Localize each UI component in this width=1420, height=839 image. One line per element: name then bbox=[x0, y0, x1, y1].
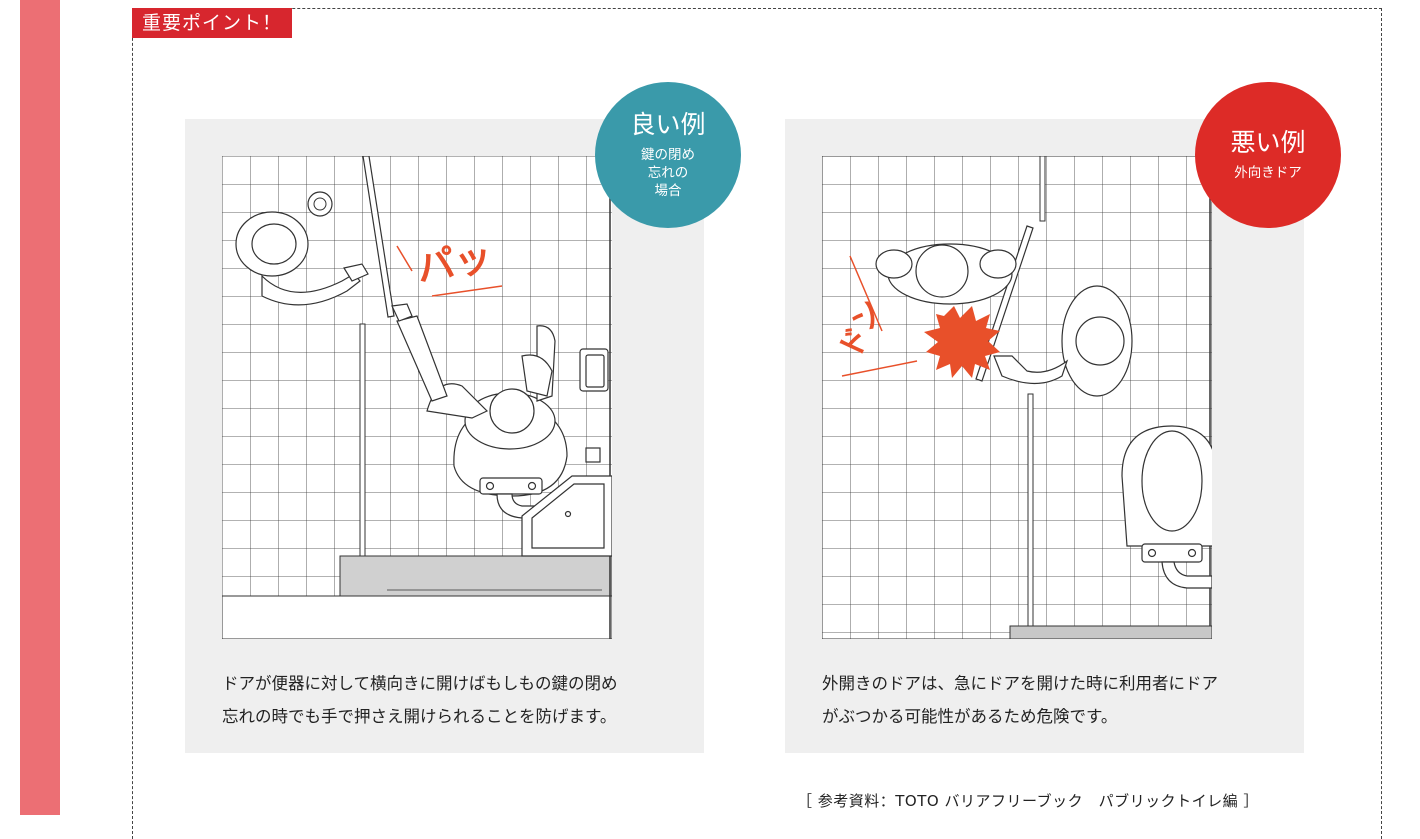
bad-example-illustration: ドン bbox=[822, 156, 1212, 639]
important-point-label: 重要ポイント！ bbox=[132, 8, 293, 38]
dashed-frame bbox=[132, 8, 1382, 839]
bad-example-panel: ドン 外開 bbox=[785, 119, 1304, 753]
side-accent-bar bbox=[20, 0, 60, 815]
bad-example-caption: 外開きのドアは、急にドアを開けた時に利用者にドア がぶつかる可能性があるため危険… bbox=[822, 667, 1282, 733]
bad-badge-sub: 外向きドア bbox=[1234, 165, 1302, 181]
good-example-caption: ドアが便器に対して横向きに開けばもしもの鍵の閉め 忘れの時でも手で押さえ開けられ… bbox=[222, 667, 682, 733]
good-example-badge: 良い例 鍵の閉め 忘れの 場合 bbox=[595, 82, 741, 228]
bad-caption-line-1: 外開きのドアは、急にドアを開けた時に利用者にドア bbox=[822, 674, 1218, 693]
good-badge-sub-3: 場合 bbox=[654, 183, 682, 199]
good-example-panel: パッ ドアが便器に対して横向きに開けばもしもの鍵の閉め 忘れの時でも手で押さえ開… bbox=[185, 119, 704, 753]
bad-badge-title: 悪い例 bbox=[1230, 128, 1306, 157]
good-badge-sub-1: 鍵の閉め bbox=[641, 147, 695, 163]
good-badge-sub-2: 忘れの bbox=[647, 165, 689, 181]
good-caption-line-1: ドアが便器に対して横向きに開けばもしもの鍵の閉め bbox=[222, 674, 618, 693]
bad-example-badge: 悪い例 外向きドア bbox=[1195, 82, 1341, 228]
good-badge-title: 良い例 bbox=[630, 110, 706, 139]
good-example-illustration: パッ bbox=[222, 156, 612, 639]
good-caption-line-2: 忘れの時でも手で押さえ開けられることを防げます。 bbox=[222, 707, 617, 726]
source-note: ［ 参考資料：TOTO バリアフリーブック パブリックトイレ編 ］ bbox=[797, 792, 1259, 810]
bad-caption-line-2: がぶつかる可能性があるため危険です。 bbox=[822, 707, 1118, 726]
impact-burst bbox=[924, 306, 1000, 378]
